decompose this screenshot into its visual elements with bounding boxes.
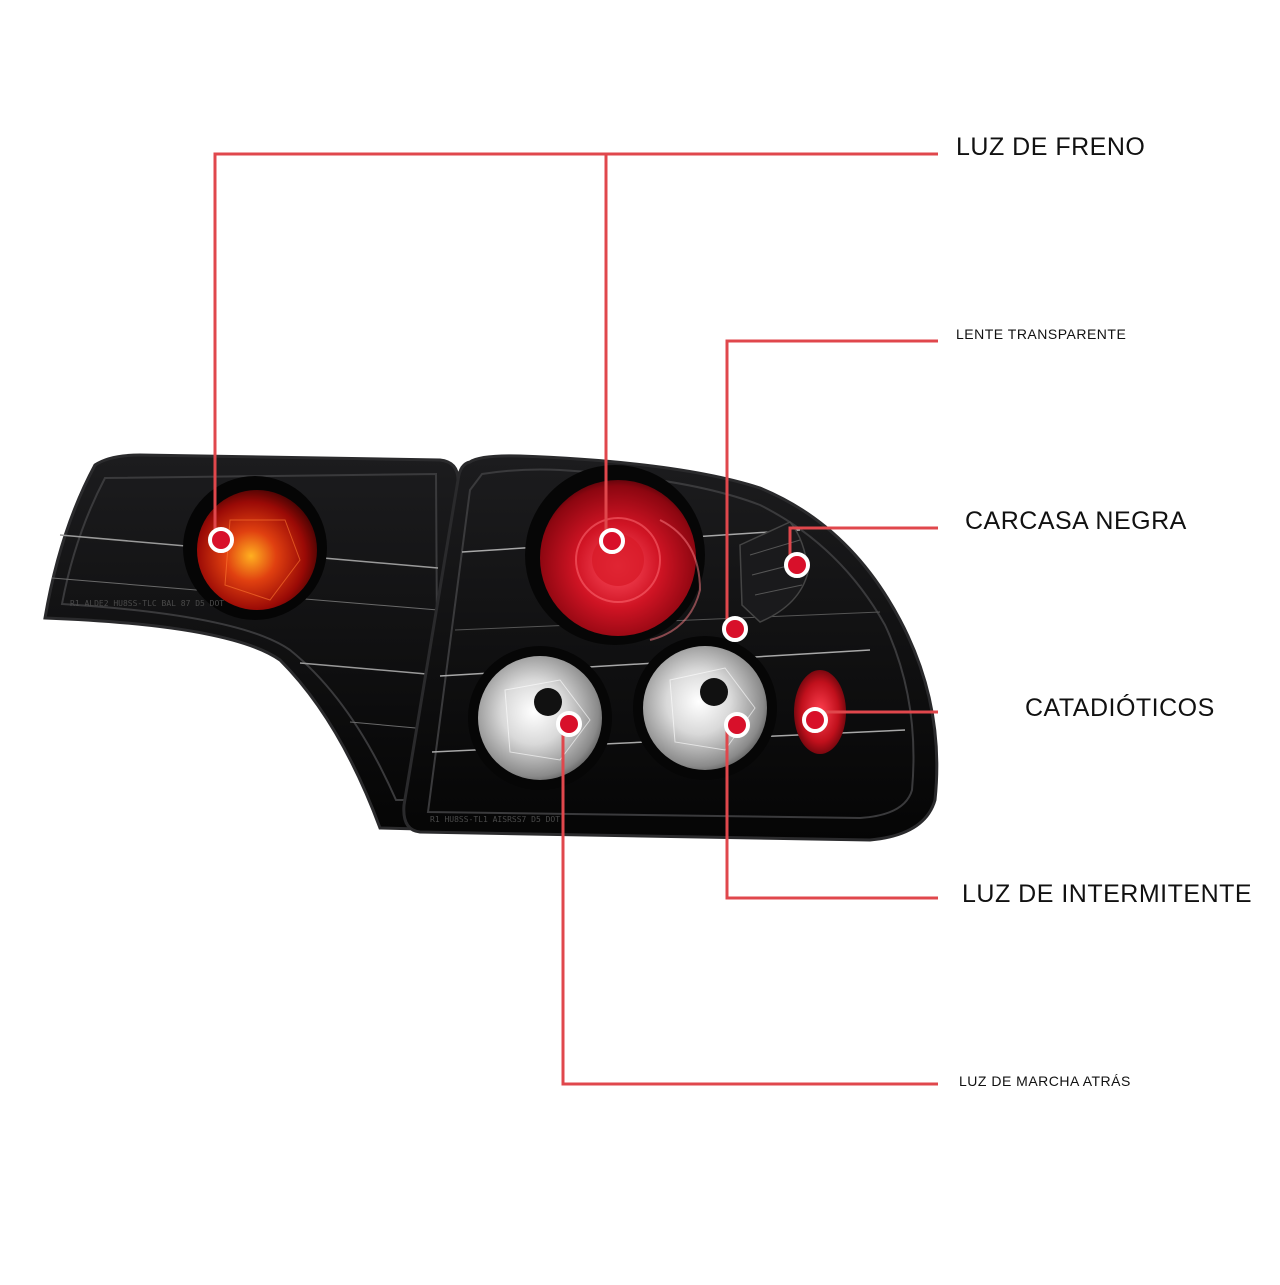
label-reverse-light: LUZ DE MARCHA ATRÁS: [959, 1073, 1131, 1089]
marker-reflectors: [802, 707, 828, 733]
marker-brake-right: [599, 528, 625, 554]
trunk-tail-light: R1 ALDE2 HU8SS-TLC BAL 87 D5 DOT: [43, 453, 460, 832]
marker-black-housing: [784, 552, 810, 578]
marker-clear-lens: [722, 616, 748, 642]
label-reflectors: CATADIÓTICOS: [1025, 694, 1215, 722]
leader-clear-lens: [725, 339, 938, 628]
leader-reverse: [561, 724, 938, 1086]
marker-reverse: [556, 711, 582, 737]
left-unit-embossing: R1 ALDE2 HU8SS-TLC BAL 87 D5 DOT: [70, 599, 224, 608]
leader-brake-left: [213, 152, 938, 540]
callout-markers: [208, 527, 828, 738]
reverse-lens: [478, 656, 602, 780]
marker-turn-signal: [724, 712, 750, 738]
marker-brake-left: [208, 527, 234, 553]
quarter-tail-light: R1 HU8SS-TL1 AISRSS7 D5 DOT: [402, 454, 939, 842]
leader-lines: [213, 152, 938, 1086]
label-black-housing: CARCASA NEGRA: [965, 507, 1187, 535]
leader-black-housing: [788, 526, 938, 565]
brake-lens-left: [197, 490, 317, 610]
right-unit-embossing: R1 HU8SS-TL1 AISRSS7 D5 DOT: [430, 815, 560, 824]
label-turn-signal: LUZ DE INTERMITENTE: [962, 880, 1253, 908]
turn-signal-lens: [643, 646, 767, 770]
label-brake-light: LUZ DE FRENO: [956, 133, 1146, 161]
leader-turn-signal: [725, 724, 938, 900]
label-clear-lens: LENTE TRANSPARENTE: [956, 326, 1127, 342]
